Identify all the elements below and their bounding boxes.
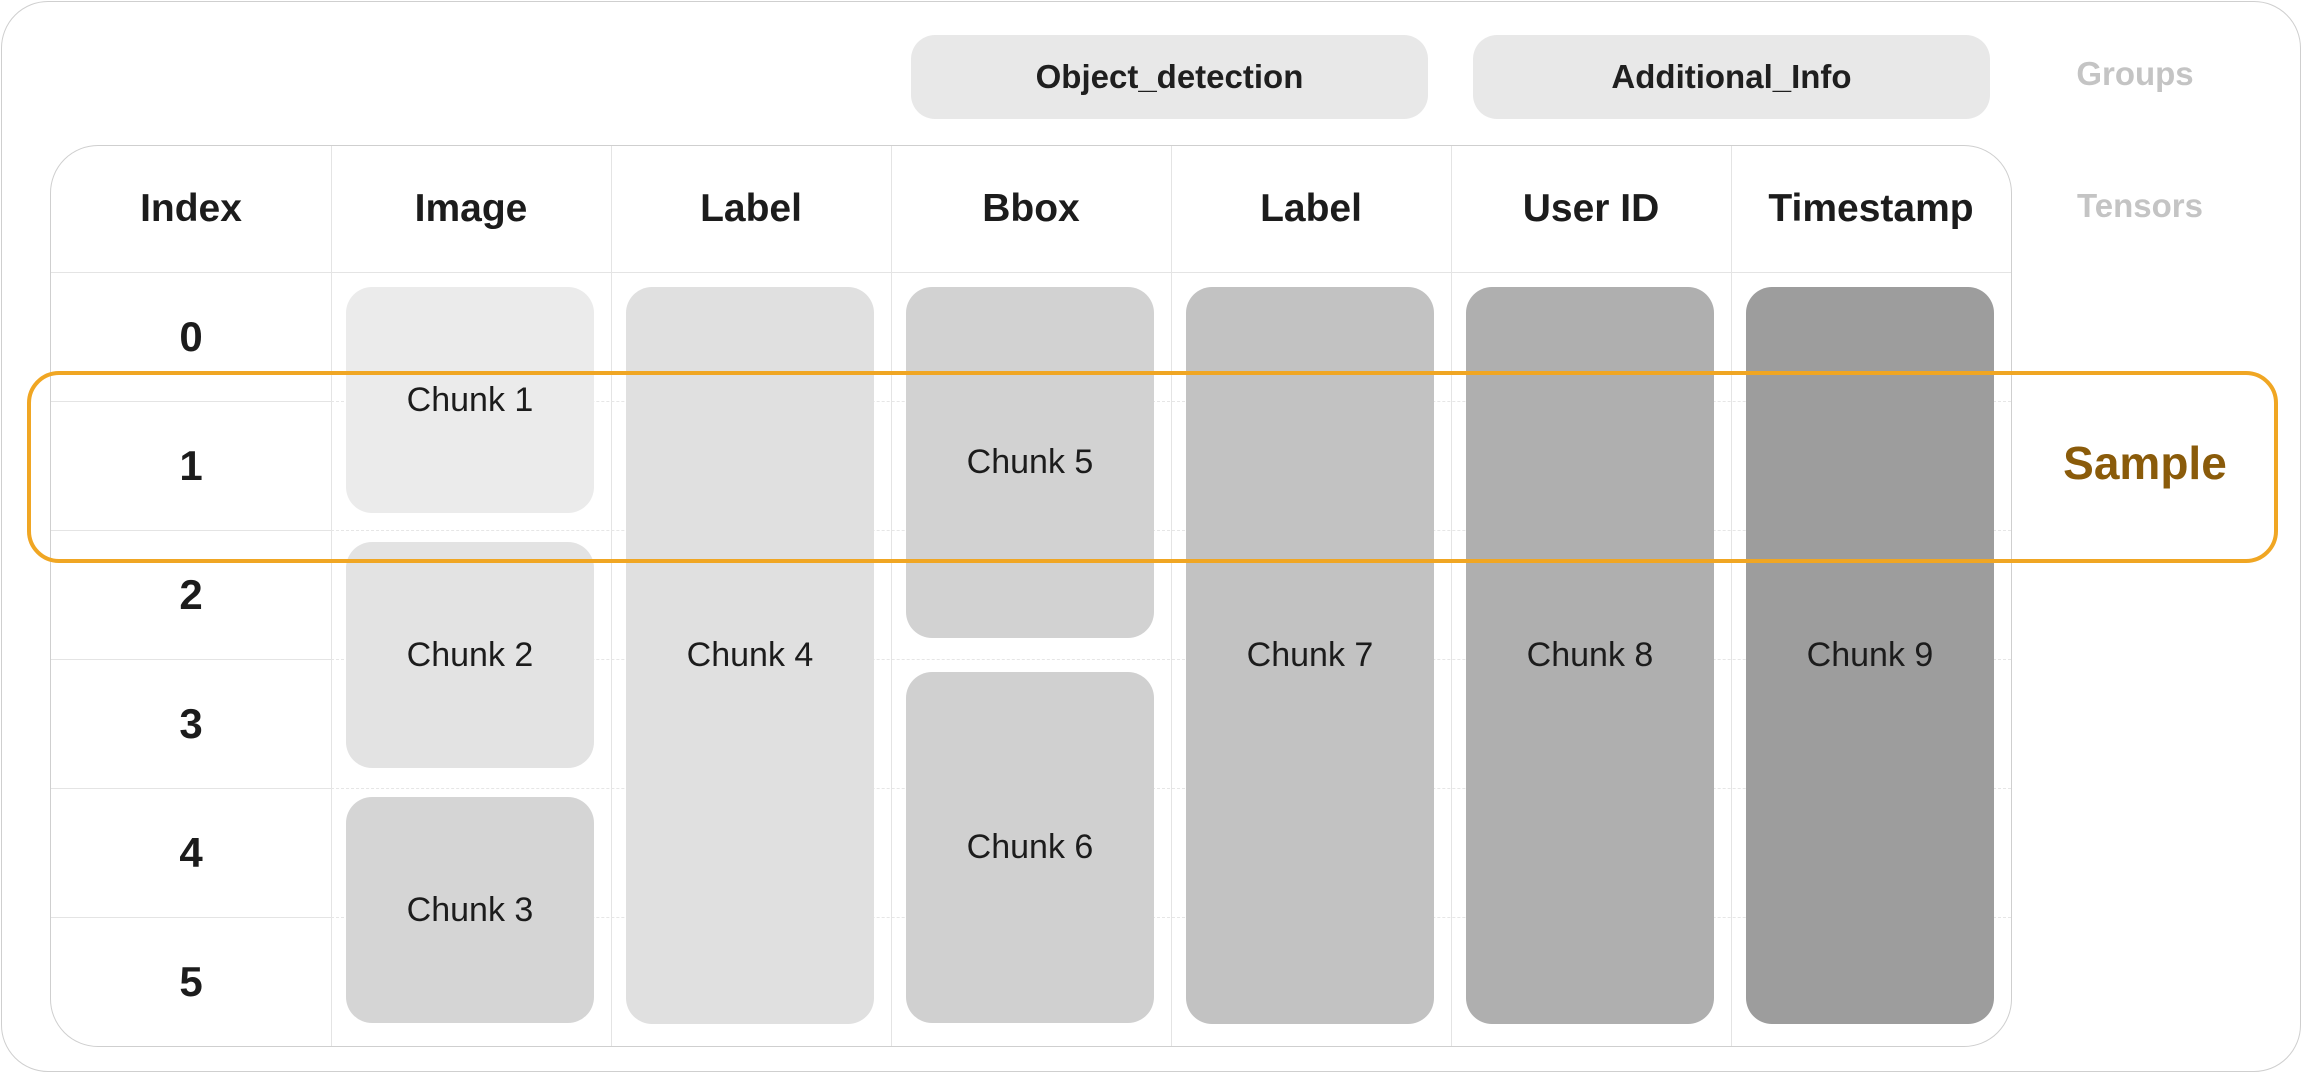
row-separator — [51, 917, 331, 918]
header-separator — [51, 272, 2011, 273]
column-separator — [1171, 146, 1172, 1046]
group-object-detection: Object_detection — [911, 35, 1428, 119]
row-dashed-line — [331, 788, 2011, 789]
column-separator — [1451, 146, 1452, 1046]
column-separator — [331, 146, 332, 1046]
header-label: Label — [700, 187, 802, 230]
header-index: Index — [140, 187, 242, 230]
row-dashed-line — [331, 530, 2011, 531]
tensors-row-label: Tensors — [2077, 187, 2203, 224]
tensor-table-frame — [50, 145, 2012, 1047]
chunk-3: Chunk 3 — [346, 797, 594, 1023]
row-separator — [51, 530, 331, 531]
row-dashed-line — [331, 917, 2011, 918]
row-dashed-line — [331, 401, 2011, 402]
index-cell: 2 — [179, 570, 203, 618]
index-cell: 1 — [179, 441, 203, 489]
header-timestamp: Timestamp — [1768, 187, 1974, 230]
header-image: Image — [414, 187, 528, 230]
sample-highlight — [27, 371, 2278, 563]
row-separator — [51, 788, 331, 789]
column-separator — [611, 146, 612, 1046]
chunk-8: Chunk 8 — [1466, 287, 1714, 1024]
chunk-9: Chunk 9 — [1746, 287, 1994, 1024]
column-separator — [891, 146, 892, 1046]
chunk-1: Chunk 1 — [346, 287, 594, 513]
header-label-info: Label — [1260, 187, 1362, 230]
index-cell: 3 — [179, 699, 203, 747]
column-separator — [1731, 146, 1732, 1046]
chunk-6: Chunk 6 — [906, 672, 1154, 1023]
row-separator — [51, 401, 331, 402]
header-user-id: User ID — [1522, 187, 1660, 230]
header-bbox: Bbox — [982, 187, 1080, 230]
row-separator — [51, 659, 331, 660]
group-additional-info: Additional_Info — [1473, 35, 1990, 119]
chunk-7: Chunk 7 — [1186, 287, 1434, 1024]
index-cell: 0 — [179, 312, 203, 360]
index-cell: 4 — [179, 828, 203, 876]
sample-label: Sample — [2063, 437, 2227, 489]
chunk-4: Chunk 4 — [626, 287, 874, 1024]
index-cell: 5 — [179, 957, 203, 1005]
chunk-5: Chunk 5 — [906, 287, 1154, 638]
groups-row-label: Groups — [2076, 55, 2194, 92]
row-dashed-line — [331, 659, 2011, 660]
chunk-2: Chunk 2 — [346, 542, 594, 768]
